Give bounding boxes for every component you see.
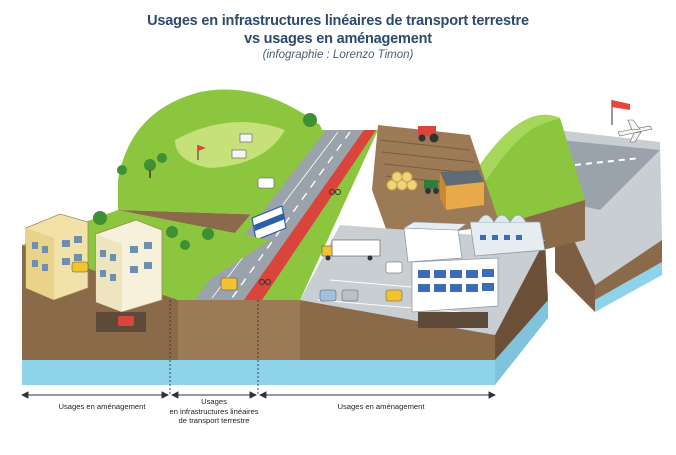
airplane-icon bbox=[617, 119, 653, 143]
yellow-car-icon bbox=[71, 261, 89, 273]
factory-building bbox=[469, 214, 546, 257]
bus-icon bbox=[251, 205, 287, 241]
warehouse-building bbox=[402, 221, 467, 263]
section-label-middle-line1: Usages bbox=[201, 397, 227, 406]
tractor-small-icon bbox=[424, 180, 439, 194]
farm-block bbox=[372, 125, 500, 240]
infographic-credit: (infographie : Lorenzo Timon) bbox=[262, 49, 414, 61]
infographic-title: Usages en infrastructures linéaires de t… bbox=[147, 13, 529, 29]
parking-block bbox=[300, 214, 548, 385]
section-arrows bbox=[20, 391, 497, 399]
tractor-icon bbox=[418, 126, 439, 143]
barn bbox=[440, 170, 484, 210]
hay-bales bbox=[386, 171, 418, 191]
section-label-middle-line3: de transport terrestre bbox=[178, 416, 250, 425]
golf-flag-icon bbox=[197, 145, 206, 160]
car-icon bbox=[220, 177, 275, 291]
parked-cars bbox=[319, 261, 403, 302]
cyclist-icon bbox=[259, 189, 341, 285]
truck-icon bbox=[321, 239, 381, 261]
infographic-subtitle: vs usages en aménagement bbox=[244, 31, 432, 47]
section-label-right: Usages en aménagement bbox=[337, 402, 425, 411]
section-label-left: Usages en aménagement bbox=[58, 402, 146, 411]
section-label-middle: Usages en infrastructures linéaires de t… bbox=[162, 397, 266, 426]
apartment-building bbox=[25, 213, 89, 301]
apartment-building bbox=[95, 219, 163, 332]
office-building bbox=[411, 257, 499, 328]
windsock-icon bbox=[611, 100, 630, 125]
residential-block bbox=[22, 210, 270, 385]
section-label-middle-line2: en infrastructures linéaires bbox=[169, 406, 259, 416]
